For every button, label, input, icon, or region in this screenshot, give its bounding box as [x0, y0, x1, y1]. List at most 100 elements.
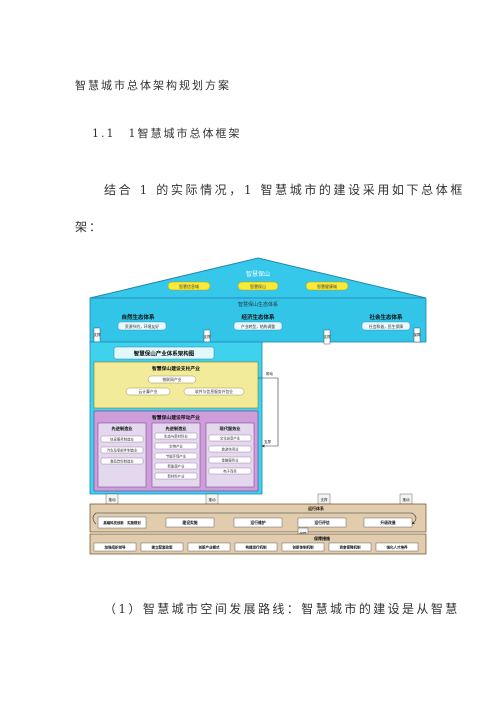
guarantee-items: 加强组织领导 建立配套政策 创新产业模式 构建运行机制 创新体制机制 资金保障机… [93, 542, 419, 552]
guarantee-item [140, 542, 184, 552]
guarantee-title: 保障措施 [313, 535, 330, 541]
drive-item-label: 文化创意产业 [220, 436, 241, 441]
ecosystem-band [89, 297, 427, 343]
drive-item-label: 信息服务制造业 [110, 437, 134, 442]
drive-item-label: 生态与新材料业 [164, 434, 188, 439]
support-item-label: 软件与信息服务外包业 [195, 389, 233, 394]
guarantee-item-label: 强化人才培养 [387, 545, 408, 550]
drive-column-title: 先进制造业 [166, 425, 188, 432]
guarantee-item-label: 建立配套政策 [151, 545, 173, 550]
ecosystem-sub-box [233, 321, 283, 331]
up-tag-label: 支撑 [321, 497, 329, 502]
drive-column: 先进制造业 生态与新材料业 生物产业 节能环保产业 新能源产业 新材料产业 [151, 422, 201, 488]
run-step [363, 517, 413, 528]
guarantee-item-label: 构建运行机制 [246, 545, 267, 550]
support-industry-box [93, 361, 259, 409]
drive-column-title: 先进制造业 [112, 425, 134, 432]
drive-item [154, 462, 198, 470]
drive-column: 现代服务业 文化创意产业 旅游休闲业 金融服务业 电子商务 [205, 422, 255, 488]
drive-item-label: 新能源产业 [168, 464, 186, 469]
pill [237, 281, 279, 291]
drive-item [208, 456, 252, 464]
run-step-label: 建设实施 [181, 520, 197, 525]
ecosystem-band-title: 智慧保山生态体系 [238, 301, 278, 308]
section-heading: 1.1 1智慧城市总体框架 [92, 127, 242, 140]
pill-label: 智慧健康城 [317, 283, 337, 289]
ecosystem-sub: 产业转型，结构调整 [241, 324, 275, 329]
industry-title: 智慧保山产业体系架构图 [134, 350, 195, 358]
ecosystem-title: 经济生态体系 [241, 313, 275, 321]
ecosystem-row: 自然生态体系 资源节约，环境友好 经济生态体系 产业转型，结构调整 社会生态体系… [117, 313, 411, 331]
drive-item-label: 汽车及零部件制造业 [107, 448, 138, 453]
tag-label: 保障 [414, 332, 422, 337]
arrow-drive [258, 377, 279, 448]
up-tag-label: 推动 [209, 497, 216, 502]
run-system-title: 运行体系 [308, 505, 324, 511]
arrow-label: 支撑 [264, 439, 272, 444]
ecosystem-sub: 社会和谐，民生保障 [369, 324, 403, 329]
ecosystem-title: 社会生态体系 [368, 313, 403, 321]
drive-item-label: 旅游休闲业 [222, 447, 240, 452]
guarantee-item [187, 542, 231, 552]
run-step [297, 517, 347, 528]
paragraph-line: 架： [75, 220, 104, 234]
ecosystem-title: 自然生态体系 [121, 313, 155, 321]
guarantee-item-label: 加强组织领导 [104, 545, 126, 550]
run-steps: 高端科技创新 实施规划 建设实施 运行维护 运行评估 升级改造 [97, 516, 413, 529]
drive-industry-title: 智慧保山建设带动产业 [152, 414, 200, 421]
drive-item-label: 电子商务 [223, 469, 237, 474]
drive-item [100, 446, 144, 454]
run-step [165, 517, 215, 528]
up-tag-label: 推动 [109, 497, 116, 502]
paragraph-line: （1）智慧城市空间发展路线：智慧城市的建设是从智慧 [104, 602, 460, 616]
tag-label: 支撑 [324, 334, 332, 339]
run-step-label: 运行评估 [314, 520, 329, 525]
guarantee-item [93, 542, 137, 552]
drive-item [208, 467, 252, 475]
guarantee-tag-label: 保障 [300, 531, 308, 536]
guarantee-item [328, 542, 372, 552]
guarantee-item-label: 创新体制机制 [292, 545, 314, 550]
drive-item [154, 452, 198, 460]
pill [305, 281, 349, 291]
document-title: 智慧城市总体架构规划方案 [75, 79, 231, 92]
run-cycle-arrow [92, 512, 417, 525]
drive-column-box [97, 422, 147, 488]
support-item [147, 375, 197, 384]
run-step [233, 517, 283, 528]
drive-item-label: 食品饮料制造业 [110, 459, 134, 464]
roof-shape [89, 257, 427, 299]
support-item-label: 云计算产业 [139, 389, 158, 394]
drive-item [208, 445, 252, 453]
drive-item [208, 434, 252, 442]
tag-support-mid [323, 329, 331, 345]
ecosystem-sub: 资源节约，环境友好 [125, 324, 159, 329]
ecosystem-sub-box [361, 321, 411, 331]
drive-item [154, 442, 198, 450]
tag-label: 支撑 [204, 334, 211, 339]
run-step-label: 升级改造 [379, 520, 395, 525]
top-pills: 智慧信息城 智慧保山 智慧健康城 [167, 281, 349, 291]
arrow-label: 带动 [266, 371, 274, 376]
guarantee-item-label: 创新产业模式 [198, 545, 220, 550]
run-step [97, 516, 147, 529]
pill [167, 281, 211, 291]
up-tag-label: 推动 [403, 497, 411, 502]
industry-title-box [113, 346, 215, 360]
run-step-label: 高端科技创新 实施规划 [103, 520, 141, 525]
guarantee-item [375, 542, 419, 552]
drive-item [154, 472, 198, 480]
drive-item-label: 金融服务业 [222, 458, 240, 463]
tag-label: 支撑 [94, 332, 101, 337]
drive-item-label: 节能环保产业 [166, 454, 187, 459]
support-item [125, 387, 171, 396]
guarantee-item [281, 542, 325, 552]
framework-diagram: 智慧保山 智慧信息城 智慧保山 智慧健康城 智慧保山生态体系 自然生态体系 资源… [89, 257, 427, 555]
drive-column-title: 现代服务业 [220, 425, 242, 432]
guarantee-item [234, 542, 278, 552]
tag-guarantee-right [413, 327, 421, 343]
guarantee-item-label: 资金保障机制 [340, 545, 361, 550]
roof-title: 智慧保山 [246, 270, 270, 278]
support-industry-title: 智慧保山建设支柱产业 [152, 365, 200, 372]
drive-item-label: 生物产业 [169, 444, 183, 449]
